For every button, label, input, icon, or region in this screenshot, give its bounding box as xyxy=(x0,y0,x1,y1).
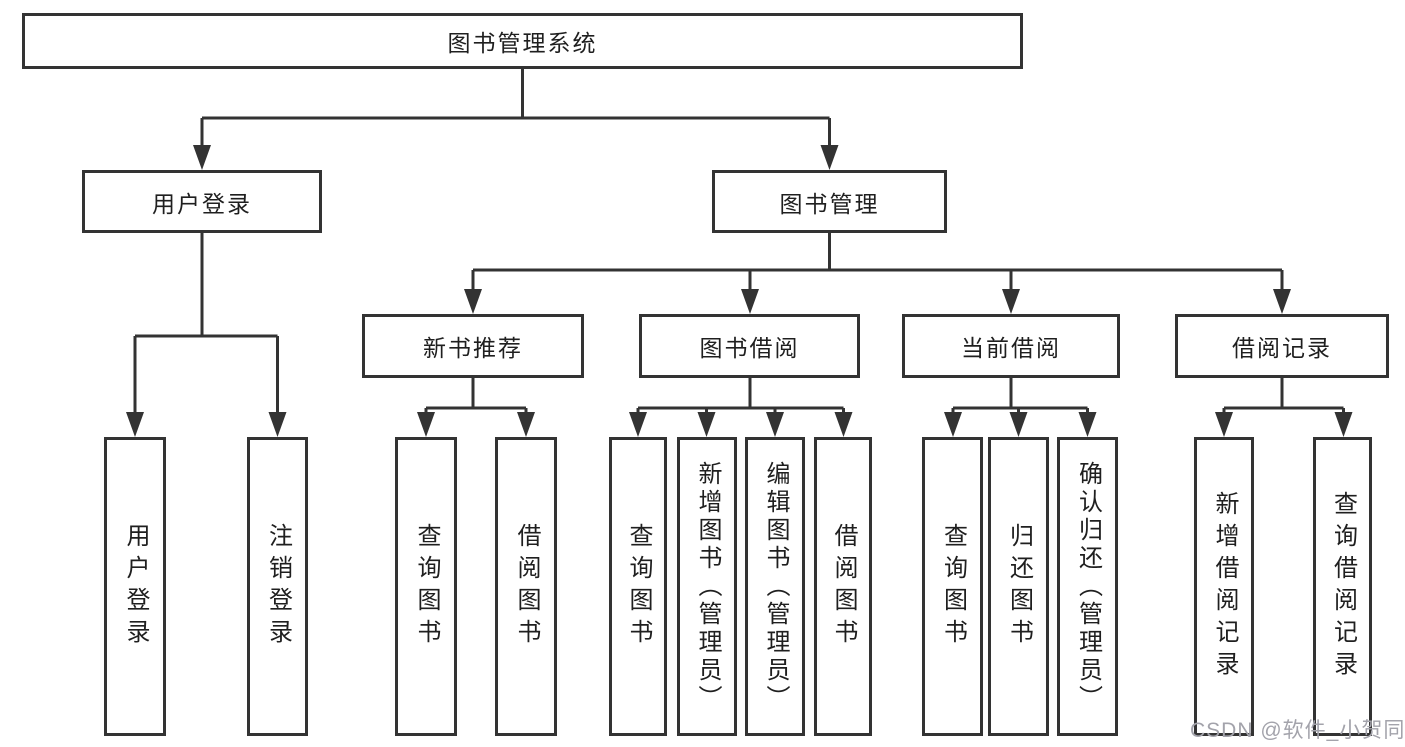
node-label: 新增借阅记录 xyxy=(1211,490,1238,683)
leaf-query-borrow-record: 查询借阅记录 xyxy=(1313,437,1372,736)
node-label: 新书推荐 xyxy=(423,335,523,361)
node-label: 查询图书 xyxy=(625,522,652,651)
node-root-library-management-system: 图书管理系统 xyxy=(22,13,1023,69)
node-new-book-recommendation: 新书推荐 xyxy=(362,314,584,378)
node-label: 借阅图书 xyxy=(830,522,857,651)
node-label: 归还图书 xyxy=(1005,522,1033,651)
node-label: 注销登录 xyxy=(264,522,292,651)
leaf-borrowing-query-books: 查询图书 xyxy=(609,437,667,736)
leaf-user-login: 用户登录 xyxy=(104,437,166,736)
leaf-logout: 注销登录 xyxy=(247,437,308,736)
leaf-current-query-books: 查询图书 xyxy=(922,437,983,736)
node-label: 借阅记录 xyxy=(1232,335,1332,361)
node-label: 查询图书 xyxy=(413,522,440,651)
node-user-login: 用户登录 xyxy=(82,170,322,233)
leaf-recommend-query-books: 查询图书 xyxy=(395,437,457,736)
node-label: 编辑图书（管理员） xyxy=(762,460,789,713)
leaf-return-books: 归还图书 xyxy=(988,437,1049,736)
node-book-management: 图书管理 xyxy=(712,170,947,233)
node-label: 图书管理 xyxy=(779,190,880,217)
leaf-confirm-return-admin: 确认归还（管理员） xyxy=(1057,437,1118,736)
node-borrowing-records: 借阅记录 xyxy=(1175,314,1389,378)
node-label: 查询借阅记录 xyxy=(1329,490,1357,683)
node-label: 图书管理系统 xyxy=(447,30,598,56)
node-label: 用户登录 xyxy=(152,190,252,217)
node-label: 查询图书 xyxy=(939,522,967,651)
node-label: 用户登录 xyxy=(122,522,149,651)
node-current-borrowing: 当前借阅 xyxy=(902,314,1120,378)
node-label: 确认归还（管理员） xyxy=(1074,460,1102,713)
leaf-add-books-admin: 新增图书（管理员） xyxy=(677,437,737,736)
node-label: 图书借阅 xyxy=(699,335,800,361)
leaf-edit-books-admin: 编辑图书（管理员） xyxy=(745,437,805,736)
node-label: 当前借阅 xyxy=(961,335,1061,361)
leaf-recommend-borrow-books: 借阅图书 xyxy=(495,437,557,736)
node-label: 借阅图书 xyxy=(513,522,540,651)
csdn-watermark: CSDN @软件_小贺同学 xyxy=(1190,719,1405,742)
node-label: 新增图书（管理员） xyxy=(694,460,721,713)
node-book-borrowing: 图书借阅 xyxy=(639,314,860,378)
leaf-borrowing-borrow-books: 借阅图书 xyxy=(814,437,872,736)
leaf-add-borrow-record: 新增借阅记录 xyxy=(1194,437,1254,736)
